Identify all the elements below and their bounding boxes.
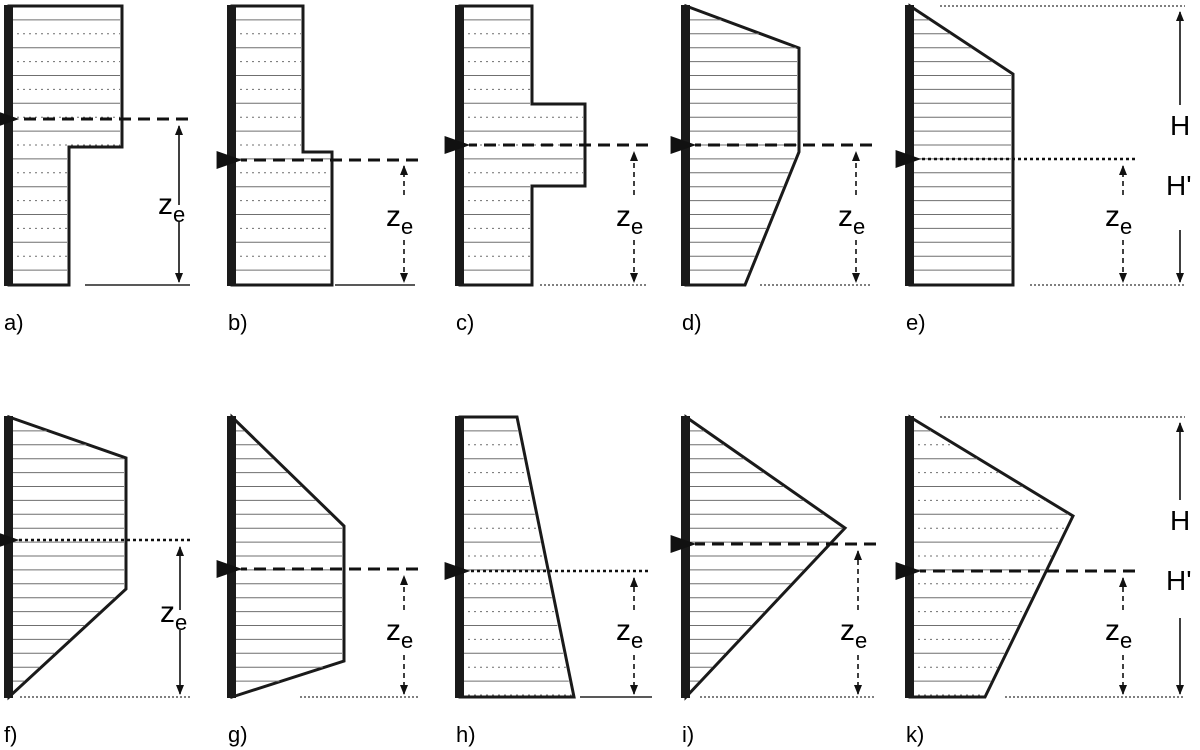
panel-c: ze c) (444, 4, 648, 335)
panel-h-label: h) (456, 722, 476, 747)
panel-c-ze-label: ze (616, 200, 643, 239)
panel-e-pressure-shape-wall (905, 5, 914, 286)
panel-i-pressure-shape (681, 414, 848, 701)
panel-k-pressure-shape-wall (905, 416, 914, 698)
panel-b-pressure-shape-wall (227, 5, 236, 286)
panel-e-label: e) (906, 310, 926, 335)
panel-b-label: b) (228, 310, 248, 335)
panel-k-pressure-shape (905, 414, 1075, 699)
panel-g-label: g) (228, 722, 248, 747)
panel-h-pressure-shape (455, 415, 576, 699)
panel-d-label: d) (682, 310, 702, 335)
panel-b-pressure-shape (227, 4, 334, 287)
panel-a-ze-label: ze (158, 188, 185, 227)
panel-f-pressure-shape (4, 414, 128, 701)
panel-f-pressure-shape-wall (4, 416, 13, 698)
panel-i-pressure-shape-wall (681, 416, 690, 698)
panel-d-ze-label: ze (838, 200, 865, 239)
panel-e-h-prime-label: H' (1166, 170, 1192, 201)
panel-a-label: a) (4, 310, 24, 335)
panel-d: ze d) (670, 3, 872, 335)
panel-k-label: k) (906, 722, 924, 747)
panel-a-pressure-shape-wall (4, 5, 13, 286)
panel-g-ze-label: ze (386, 614, 413, 653)
panel-g: ze g) (216, 413, 418, 747)
panel-i-label: i) (682, 722, 694, 747)
panel-f: ze f) (0, 414, 190, 747)
panel-b: ze b) (216, 4, 418, 335)
panel-a-pressure-shape (4, 4, 124, 287)
panel-e-ze-label: ze (1105, 200, 1132, 239)
panel-f-ze-label: ze (160, 596, 187, 635)
panel-d-pressure-shape-wall (681, 5, 690, 286)
panel-c-pressure-shape-wall (455, 5, 464, 286)
panel-k: H H' ze k) (895, 414, 1192, 747)
panel-e-h-label: H (1170, 110, 1190, 141)
panel-k-h-label: H (1170, 505, 1190, 536)
panel-h-ze-label: ze (616, 614, 643, 653)
panel-h: ze h) (444, 415, 652, 747)
panel-i-ze-label: ze (840, 614, 867, 653)
panel-f-label: f) (4, 722, 17, 747)
panel-i: ze i) (670, 414, 876, 747)
panel-g-pressure-shape-wall (227, 416, 236, 698)
panel-b-ze-label: ze (386, 200, 413, 239)
panel-h-pressure-shape-wall (455, 416, 464, 698)
panel-c-label: c) (456, 310, 474, 335)
panel-e-pressure-shape (905, 3, 1015, 287)
panel-k-h-prime-label: H' (1166, 565, 1192, 596)
panel-a: ze a) (0, 4, 190, 335)
panel-k-ze-label: ze (1105, 614, 1132, 653)
panel-e: H H' ze e) (895, 3, 1192, 335)
panel-g-pressure-shape (227, 413, 346, 700)
